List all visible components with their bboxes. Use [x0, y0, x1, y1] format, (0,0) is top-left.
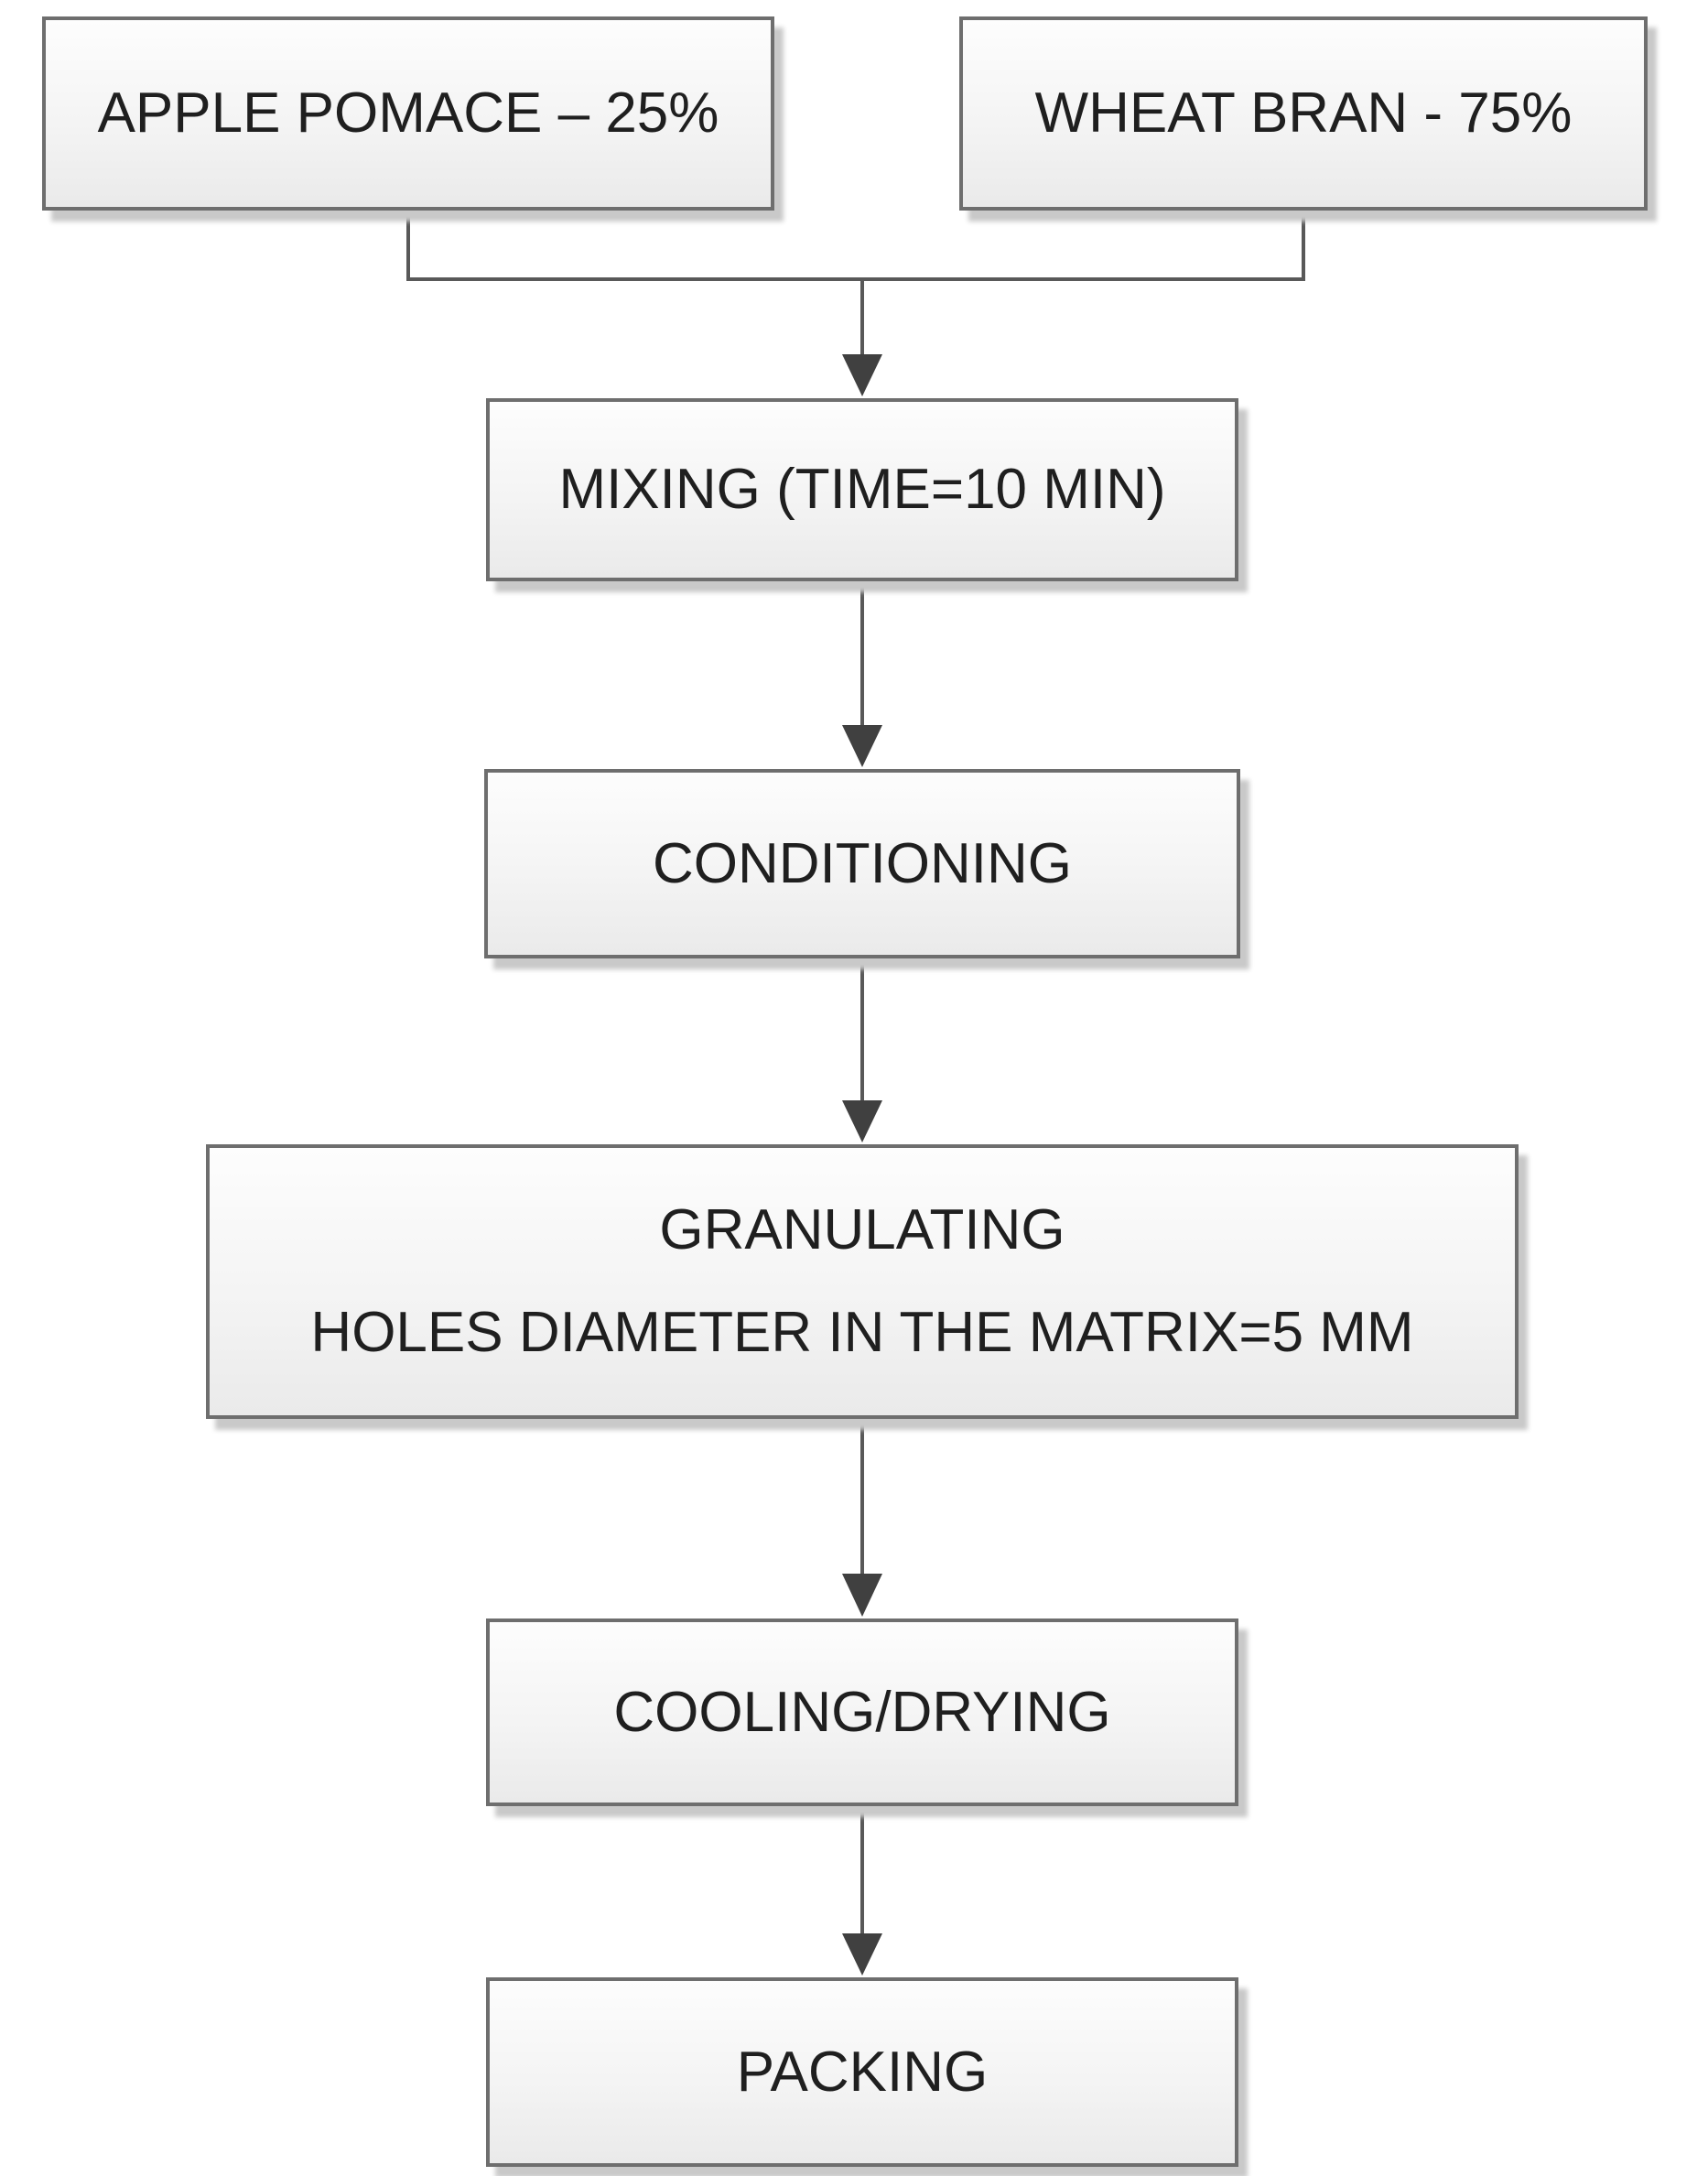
- node-apple-pomace: APPLE POMACE – 25%: [42, 16, 774, 211]
- arrowhead-into-cooling-drying: [842, 1574, 882, 1617]
- node-conditioning-label: CONDITIONING: [652, 831, 1073, 895]
- node-conditioning: CONDITIONING: [484, 769, 1240, 958]
- node-packing-label: PACKING: [736, 2040, 989, 2104]
- node-granulating-label: GRANULATING HOLES DIAMETER IN THE MATRIX…: [310, 1198, 1414, 1364]
- arrowhead-into-packing: [842, 1933, 882, 1976]
- node-granulating: GRANULATING HOLES DIAMETER IN THE MATRIX…: [206, 1144, 1519, 1419]
- arrowhead-into-granulating: [842, 1100, 882, 1142]
- node-apple-pomace-label: APPLE POMACE – 25%: [97, 81, 719, 146]
- edge-conditioning-to-granulating: [842, 958, 882, 1142]
- edge-granulating-to-cooling-drying: [842, 1419, 882, 1617]
- edge-apple-pomace-and-wheat-bran-to-mixing: [406, 211, 1305, 396]
- edge-mixing-to-conditioning: [842, 581, 882, 767]
- arrowhead-into-mixing: [842, 354, 882, 396]
- edge-cooling-drying-to-packing: [842, 1806, 882, 1976]
- node-packing: PACKING: [486, 1977, 1238, 2167]
- node-cooling-drying: COOLING/DRYING: [486, 1618, 1238, 1806]
- node-wheat-bran: WHEAT BRAN - 75%: [959, 16, 1648, 211]
- node-mixing: MIXING (TIME=10 MIN): [486, 398, 1238, 581]
- node-cooling-drying-label: COOLING/DRYING: [613, 1680, 1111, 1744]
- node-mixing-label: MIXING (TIME=10 MIN): [558, 458, 1166, 522]
- node-wheat-bran-label: WHEAT BRAN - 75%: [1034, 81, 1573, 146]
- arrowhead-into-conditioning: [842, 725, 882, 767]
